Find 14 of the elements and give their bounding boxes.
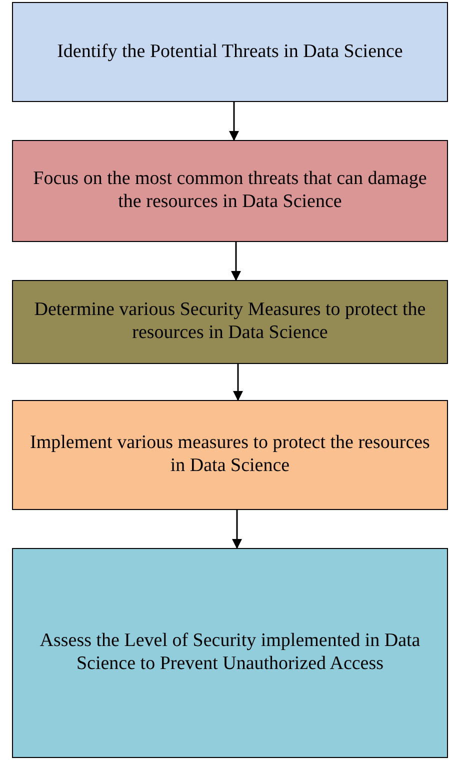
process-box: [12, 2, 448, 102]
step-text: Focus on the most common threats that can damage the resources in Data Science: [32, 168, 428, 214]
process-box: [12, 140, 448, 242]
arrow: [232, 510, 242, 549]
step-text: Implement various measures to protect the resources in Data Science: [29, 432, 431, 478]
process-box: [12, 548, 448, 758]
arrow: [231, 242, 241, 281]
step-text: Assess the Level of Security implemented in Data Science to Prevent Unauthorized Access: [38, 630, 422, 676]
process-box: [12, 280, 448, 364]
process-box: [12, 400, 448, 510]
step-text: Identify the Potential Threats in Data Science: [57, 40, 403, 64]
arrow: [229, 102, 239, 141]
arrow: [233, 364, 243, 401]
step-text: Determine various Security Measures to protect the resources in Data Science: [33, 299, 427, 345]
